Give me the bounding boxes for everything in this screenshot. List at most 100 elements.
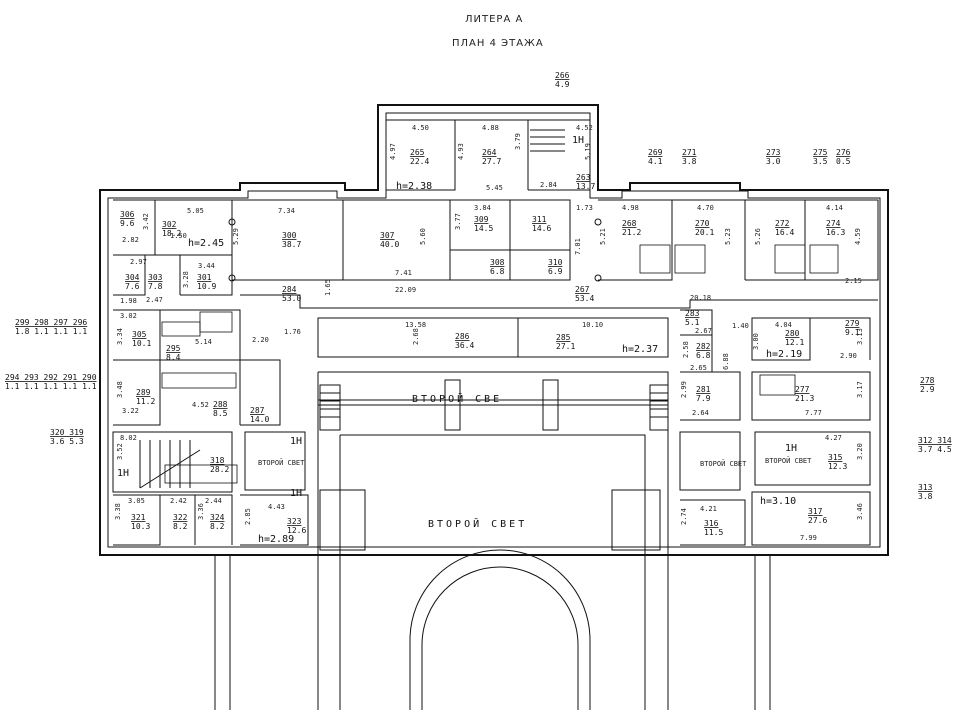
room-number: 269: [648, 148, 663, 157]
side-group-numbers: 313: [918, 483, 933, 492]
outer-wall-inner: [107, 112, 881, 548]
room-area: 53.4: [575, 294, 594, 303]
room-area: 9.1: [845, 328, 860, 337]
room-number: 281: [696, 385, 711, 394]
room-area: 3.0: [766, 157, 781, 166]
room-number: 307: [380, 231, 395, 240]
room-number: 300: [282, 231, 297, 240]
dimension-label: 3.02: [120, 312, 137, 320]
room-number: 280: [785, 329, 800, 338]
room-number: 266: [555, 71, 570, 80]
h-237-label: h=2.37: [622, 344, 658, 355]
room-310-wall: [510, 249, 571, 281]
room-317-wall: [751, 491, 871, 546]
dimension-label: 2.99: [680, 381, 688, 398]
room-labels: 2664.926522.426427.726313.72694.12713.82…: [120, 71, 860, 537]
side-group-areas: 3.7 4.5: [918, 445, 952, 454]
dimension-label: 3.42: [142, 213, 150, 230]
dimension-label: 3.44: [198, 262, 215, 270]
column: [228, 274, 236, 282]
room-area: 3.5: [813, 157, 828, 166]
lower-wall-left: [214, 555, 231, 710]
vtoroy-svet-right-2: ВТОРОЙ СВЕТ: [765, 456, 812, 465]
toilet-stalls: [161, 321, 201, 337]
room-area: 21.3: [795, 394, 814, 403]
stair-col-2: [444, 379, 461, 431]
room-area: 11.5: [704, 528, 723, 537]
room-area: 0.5: [836, 157, 851, 166]
room-number: 315: [828, 453, 843, 462]
toilet-stalls-hatched: [199, 311, 233, 333]
dimension-label: 2.97: [130, 258, 147, 266]
dimension-label: 5.05: [187, 207, 204, 215]
dimension-label: 5.19: [584, 143, 592, 160]
dimension-label: 2.67: [695, 327, 712, 335]
room-263-wall: [528, 119, 591, 191]
room-number: 321: [131, 513, 146, 522]
room-area: 4.9: [555, 80, 570, 89]
dimension-label: 4.14: [826, 204, 843, 212]
dimension-label: 3.05: [128, 497, 145, 505]
room-area: 8.5: [213, 409, 228, 418]
room-area: 38.7: [282, 240, 301, 249]
room-number: 285: [556, 333, 571, 342]
column: [228, 218, 236, 226]
room-number: 271: [682, 148, 697, 157]
balcony-line: [318, 399, 668, 406]
room-number: 310: [548, 258, 563, 267]
dimension-label: 4.04: [775, 321, 792, 329]
dimension-label: 4.88: [482, 124, 499, 132]
dimension-label: 2.85: [244, 508, 252, 525]
toilet-stalls-2: [161, 372, 237, 389]
room-288-wall: [160, 359, 241, 425]
dimension-label: 3.36: [197, 503, 205, 520]
room-265-wall: [386, 119, 456, 191]
dimension-label: 13.58: [405, 321, 426, 329]
dimension-label: 3.22: [122, 407, 139, 415]
room-area: 16.4: [775, 228, 794, 237]
room-number: 324: [210, 513, 225, 522]
side-group-numbers: 278: [920, 376, 935, 385]
wc-269: [639, 244, 671, 274]
room-number: 284: [282, 285, 297, 294]
dimension-label: 2.15: [845, 277, 862, 285]
room-area: 10.3: [131, 522, 150, 531]
vtoroy-svet-big: ВТОРОЙ СВЕТ: [428, 517, 527, 530]
side-group-numbers: 312 314: [918, 436, 952, 445]
room-number: 279: [845, 319, 860, 328]
plan-floor-title: ПЛАН 4 ЭТАЖА: [452, 38, 544, 49]
room-307-wall: [343, 199, 451, 281]
dimension-label: 4.97: [389, 143, 397, 160]
room-324-wall: [195, 494, 233, 545]
dimension-label: 3.17: [856, 381, 864, 398]
room-number: 263: [576, 173, 591, 182]
dimension-label: 4.52: [192, 401, 209, 409]
room-area: 13.7: [576, 182, 595, 191]
one-n-314: 1Н: [785, 443, 797, 454]
room-number: 287: [250, 406, 265, 415]
dimension-label: 3.20: [856, 443, 864, 460]
room-number: 270: [695, 219, 710, 228]
room-area: 9.6: [120, 219, 135, 228]
dimension-label: 3.28: [182, 271, 190, 288]
room-area: 27.7: [482, 157, 501, 166]
wc-271: [674, 244, 706, 274]
room-area: 20.1: [695, 228, 714, 237]
dimension-label: 5.23: [724, 228, 732, 245]
side-group-areas: 3.8: [918, 492, 933, 501]
stair-right-sveta: [679, 431, 741, 491]
dimension-label: 2.64: [692, 409, 709, 417]
room-area: 28.2: [210, 465, 229, 474]
dimension-label: 3.00: [752, 333, 760, 350]
stair-col-6: [611, 489, 661, 551]
dimension-label: 1.50: [170, 232, 187, 240]
room-area: 27.1: [556, 342, 575, 351]
side-group-numbers: 320 319: [50, 428, 84, 437]
room-area: 53.0: [282, 294, 301, 303]
room-area: 10.1: [132, 339, 151, 348]
room-277-wall: [751, 371, 871, 421]
room-area: 12.6: [287, 526, 306, 535]
dimension-label: 2.82: [122, 236, 139, 244]
room-number: 323: [287, 517, 302, 526]
